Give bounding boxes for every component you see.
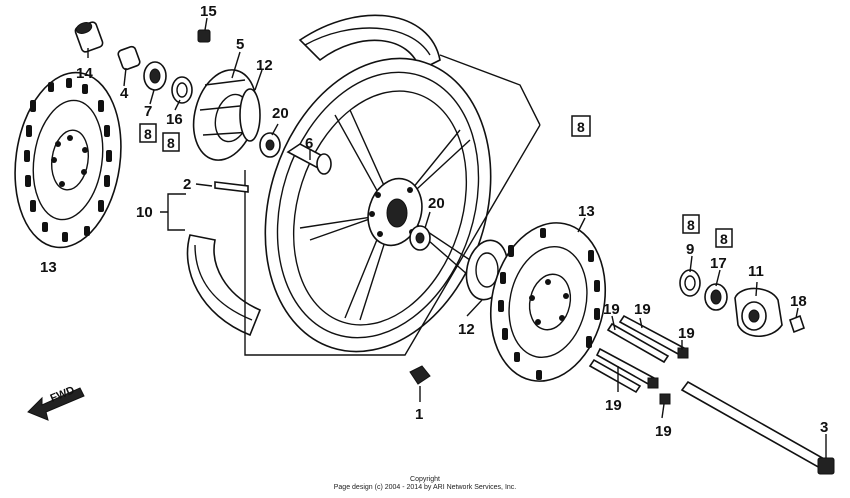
label-19-b: 19 [634, 301, 651, 318]
boxed-label-8-d: 8 [682, 214, 700, 234]
label-13-left: 13 [40, 259, 57, 276]
part-19-bolts [588, 314, 689, 405]
label-20-right: 20 [428, 195, 445, 212]
fwd-arrow-icon: FWD [27, 384, 85, 421]
label-20-left: 20 [272, 105, 289, 122]
part-15-nut [197, 29, 211, 43]
label-4: 4 [120, 85, 129, 102]
svg-text:8: 8 [687, 217, 695, 233]
part-4-spacer [117, 45, 141, 71]
tire [186, 14, 441, 337]
boxed-label-8-a: 8 [139, 123, 157, 143]
left-brake-disc [14, 71, 122, 249]
part-6-distance-collar [286, 143, 332, 175]
part-18-screw [789, 314, 805, 334]
part-16-bearing [171, 76, 193, 104]
label-14: 14 [76, 65, 93, 82]
label-19-a: 19 [603, 301, 620, 318]
copyright-notice: Page design (c) 2004 - 2014 by ARI Netwo… [333, 484, 517, 491]
right-brake-disc [489, 222, 607, 382]
label-2: 2 [183, 176, 191, 193]
label-18: 18 [790, 293, 807, 310]
svg-text:8: 8 [577, 119, 585, 135]
label-5: 5 [236, 36, 244, 53]
part-2-valve [214, 181, 249, 193]
svg-text:8: 8 [144, 126, 152, 142]
label-3: 3 [820, 419, 828, 436]
label-12-lower: 12 [458, 321, 475, 338]
part-1-valve-cap [409, 365, 431, 385]
part-9-seal [679, 269, 701, 297]
label-15: 15 [200, 3, 217, 20]
copyright-line: Copyright [410, 476, 440, 483]
part-12-shim [239, 88, 261, 142]
label-17: 17 [710, 255, 727, 272]
label-19-e: 19 [655, 423, 672, 440]
label-6: 6 [305, 135, 313, 152]
svg-text:8: 8 [167, 135, 175, 151]
leader-8-top [439, 54, 541, 126]
leader-8-box [244, 124, 541, 356]
label-1: 1 [415, 406, 423, 423]
boxed-label-8-e: 8 [715, 228, 733, 248]
part-11-speedometer-gearbox [734, 287, 783, 338]
boxed-label-8-c: 8 [571, 115, 591, 137]
label-13-right: 13 [578, 203, 595, 220]
wheel-rim [264, 57, 492, 353]
svg-text:8: 8 [720, 231, 728, 247]
leader-lines [87, 17, 827, 458]
label-7: 7 [144, 103, 152, 120]
label-12-upper: 12 [256, 57, 273, 74]
label-19-d: 19 [605, 397, 622, 414]
part-14-collar [74, 21, 104, 53]
label-9: 9 [686, 241, 694, 258]
label-11: 11 [748, 263, 764, 280]
label-16: 16 [166, 111, 183, 128]
label-19-c: 19 [678, 325, 695, 342]
boxed-label-8-b: 8 [162, 132, 180, 152]
label-10: 10 [136, 204, 153, 221]
part-3-axle [680, 380, 835, 475]
